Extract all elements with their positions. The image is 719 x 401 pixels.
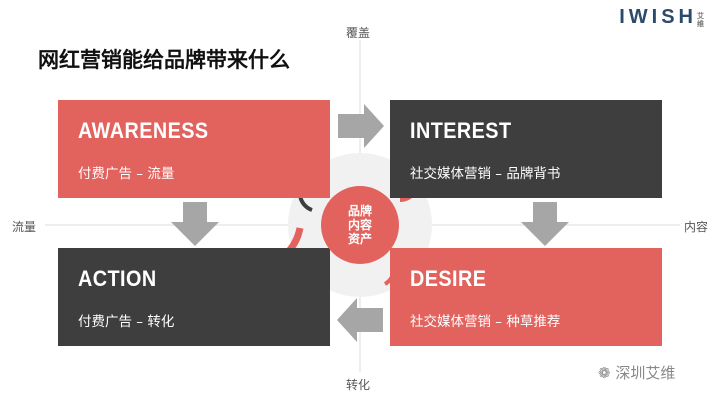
axis-label-bottom: 转化 — [346, 378, 371, 392]
box-heading: DESIRE — [410, 266, 487, 291]
arrow-down-left — [171, 202, 219, 246]
axis-label-right: 内容 — [684, 220, 709, 234]
logo-sub: 艾维 — [697, 13, 704, 28]
box-heading: AWARENESS — [78, 118, 209, 143]
watermark: ❁ 深圳艾维 — [598, 362, 675, 383]
awareness-box: AWARENESS 付费广告 – 流量 — [58, 100, 330, 198]
page-title: 网红营销能给品牌带来什么 — [38, 48, 290, 72]
axis-label-left: 流量 — [12, 220, 37, 234]
action-box: ACTION 付费广告 – 转化 — [58, 248, 330, 346]
iwish-logo: IWISH艾维 — [619, 6, 705, 29]
box-subtitle: 社交媒体营销 – 种草推荐 — [410, 314, 561, 330]
box-subtitle: 付费广告 – 转化 — [78, 314, 175, 330]
arrow-down-right — [521, 202, 569, 246]
brand-content-asset-circle: 品牌内容资产 — [321, 186, 399, 264]
wechat-icon: ❁ — [598, 364, 616, 382]
interest-box: INTEREST 社交媒体营销 – 品牌背书 — [390, 100, 662, 198]
arrow-right — [338, 104, 384, 148]
desire-box: DESIRE 社交媒体营销 – 种草推荐 — [390, 248, 662, 346]
watermark-text: 深圳艾维 — [615, 364, 676, 382]
logo-text: IWISH — [619, 6, 697, 28]
box-heading: ACTION — [78, 266, 157, 291]
axis-label-top: 覆盖 — [346, 26, 371, 40]
center-line-1: 品牌 — [347, 204, 372, 218]
arrow-left — [337, 298, 383, 342]
box-subtitle: 社交媒体营销 – 品牌背书 — [410, 166, 561, 182]
box-heading: INTEREST — [410, 118, 512, 143]
box-subtitle: 付费广告 – 流量 — [78, 166, 175, 182]
center-line-3: 资产 — [347, 232, 372, 246]
center-line-2: 内容 — [347, 218, 372, 232]
